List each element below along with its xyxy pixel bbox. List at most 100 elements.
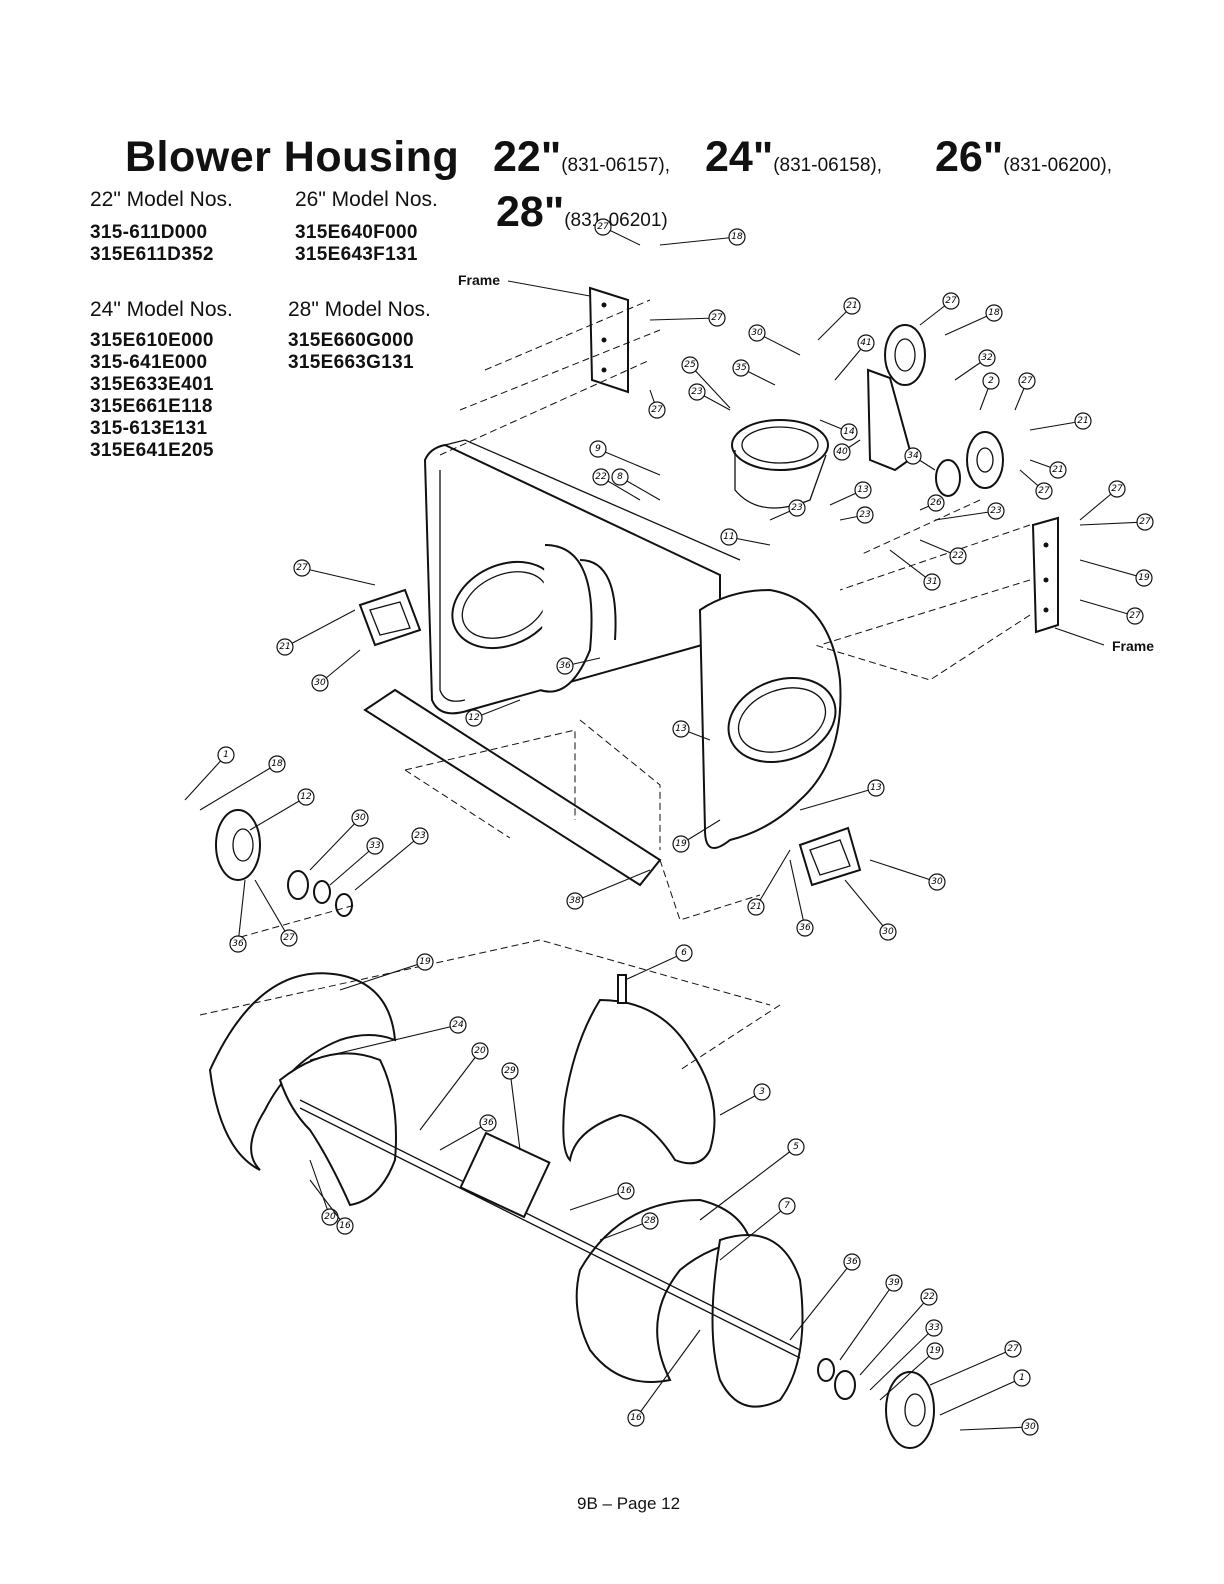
callout-number: 28 [644, 1216, 656, 1226]
part-callout-41: 41 [834, 334, 875, 381]
part-callout-27: 27 [1079, 599, 1144, 625]
part-callout-18: 18 [659, 228, 746, 246]
part-callout-26: 26 [919, 494, 945, 512]
callout-bubble [787, 1138, 805, 1156]
callout-number: 22 [952, 551, 964, 561]
part-callout-13: 13 [799, 779, 885, 811]
part-callout-30: 30 [959, 1418, 1039, 1436]
callout-leader-line [574, 869, 651, 902]
part-callout-27: 27 [1079, 480, 1126, 521]
part-callout-16: 16 [627, 1329, 701, 1427]
auger-right [575, 1198, 804, 1408]
model-number: 315E641E205 [90, 440, 214, 461]
callout-bubble [351, 809, 369, 827]
callout-leader-line [624, 952, 685, 981]
callout-leader-line [284, 609, 356, 648]
callout-bubble [879, 923, 897, 941]
impeller [562, 974, 716, 1165]
page-title: Blower Housing [125, 133, 460, 181]
part-callout-12: 12 [465, 699, 521, 727]
callout-number: 23 [791, 503, 803, 513]
part-callout-30: 30 [311, 649, 361, 692]
callout-number: 36 [482, 1118, 494, 1128]
model-number: 315-641E000 [90, 352, 208, 373]
part-callout-40: 40 [833, 439, 861, 461]
callout-number: 16 [339, 1221, 351, 1231]
callout-number: 27 [1021, 376, 1033, 386]
callout-leader-line [649, 317, 718, 321]
callout-number: 27 [1139, 517, 1151, 527]
callout-bubble [627, 1409, 645, 1427]
callout-number: 5 [793, 1142, 799, 1152]
part-callout-30: 30 [309, 809, 369, 871]
callout-bubble [926, 1342, 944, 1360]
part-callout-24: 24 [309, 1016, 467, 1061]
callout-leader-line [789, 1261, 853, 1341]
size-22-group: 22"(831-06157), [493, 133, 670, 182]
callout-number: 27 [1129, 611, 1141, 621]
part-callout-33: 33 [329, 837, 384, 886]
part-callout-12: 12 [249, 788, 315, 831]
callout-bubble [985, 304, 1003, 322]
callout-bubble [1004, 1340, 1022, 1358]
callout-number: 12 [300, 792, 312, 802]
callout-bubble [843, 297, 861, 315]
model-group-26: 26" Model Nos. 315E640F000 315E643F131 [295, 188, 438, 266]
callout-leader-line [859, 1296, 930, 1376]
callout-leader-line [309, 1159, 331, 1218]
callout-bubble [753, 1083, 771, 1101]
callout-number: 13 [675, 724, 687, 734]
part-callout-27: 27 [1019, 469, 1053, 500]
callout-bubble [566, 892, 584, 910]
callout-number: 19 [929, 1346, 941, 1356]
callout-number: 20 [324, 1212, 336, 1222]
callout-number: 9 [595, 444, 601, 454]
callout-bubble [449, 1016, 467, 1034]
callout-number: 18 [731, 232, 743, 242]
callout-number: 27 [283, 933, 295, 943]
callout-number: 16 [630, 1413, 642, 1423]
frame-top-leader [507, 280, 591, 297]
callout-number: 30 [1024, 1422, 1036, 1432]
callout-leader-line [439, 1122, 489, 1151]
callout-bubble [949, 547, 967, 565]
part-callout-36: 36 [229, 879, 247, 953]
callout-bubble [987, 502, 1005, 520]
page-footer: 9B – Page 12 [577, 1494, 681, 1513]
callout-bubble [1035, 482, 1053, 500]
callout-bubble [927, 494, 945, 512]
callout-bubble [788, 499, 806, 517]
part-callout-21: 21 [1029, 412, 1092, 431]
part-callout-36: 36 [439, 1114, 497, 1151]
callout-leader-line [599, 1220, 651, 1241]
callout-leader-line [1079, 559, 1145, 579]
callout-bubble [336, 1217, 354, 1235]
model-number: 315E611D352 [90, 244, 214, 265]
callout-leader-line [1029, 420, 1084, 431]
part-callout-18: 18 [944, 304, 1003, 336]
part-callout-25: 25 [681, 356, 731, 409]
callout-bubble [648, 401, 666, 419]
callout-number: 1 [1019, 1373, 1025, 1383]
callout-number: 30 [314, 678, 326, 688]
callout-bubble [854, 481, 872, 499]
model-number: 315E663G131 [288, 352, 414, 373]
part-callout-27: 27 [293, 559, 376, 586]
callout-leader-line [939, 1377, 1023, 1416]
part-callout-27: 27 [254, 879, 298, 947]
callout-number: 19 [419, 957, 431, 967]
callout-leader-line [184, 754, 227, 801]
frame-label-right: Frame [1112, 638, 1155, 654]
callout-number: 27 [1111, 484, 1123, 494]
callout-bubble [672, 835, 690, 853]
callout-bubble [942, 292, 960, 310]
frame-label-top: Frame [458, 272, 501, 288]
callout-bubble [592, 468, 610, 486]
part-callout-21: 21 [1029, 459, 1067, 479]
callout-number: 29 [504, 1066, 516, 1076]
scraper-bar [363, 688, 662, 887]
callout-leader-line [249, 796, 307, 831]
callout-leader-line [339, 961, 426, 991]
callout-leader-line [309, 817, 361, 871]
callout-leader-line [689, 364, 731, 409]
